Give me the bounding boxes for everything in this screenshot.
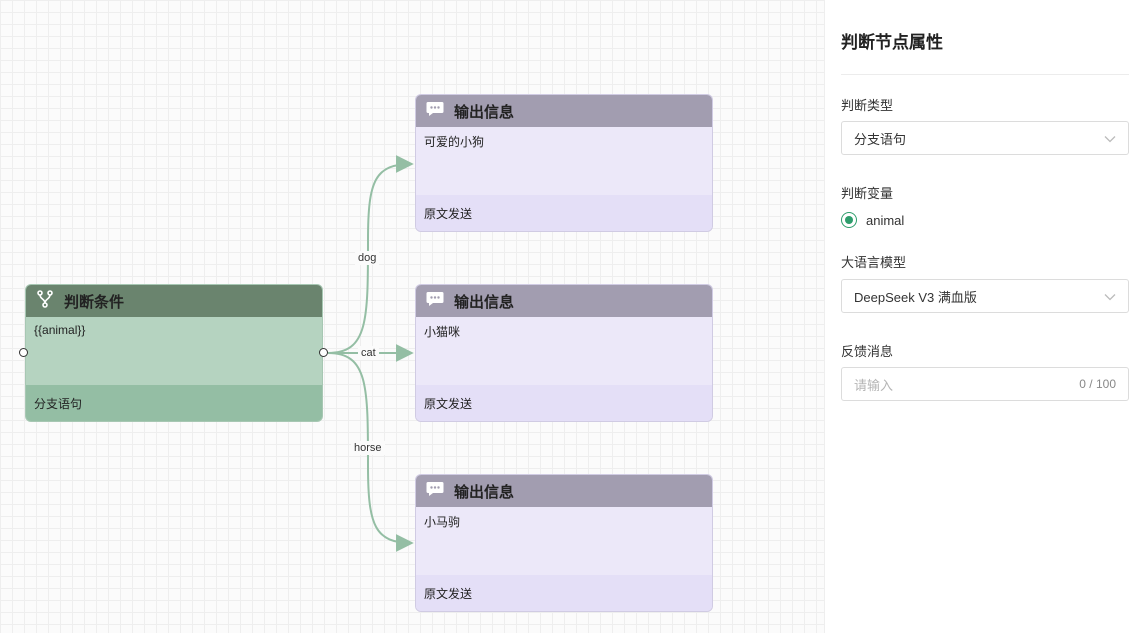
- output-node-footer: 原文发送: [416, 195, 712, 231]
- output-node-title: 输出信息: [454, 293, 515, 311]
- branch-icon: [36, 289, 54, 313]
- output-node-footer: 原文发送: [416, 385, 712, 421]
- output-node-dog[interactable]: 输出信息 可爱的小狗 原文发送: [415, 94, 713, 232]
- flow-canvas[interactable]: dog cat horse 判断条件 {{animal}} 分支语句: [0, 0, 824, 633]
- judge-type-label: 判断类型: [841, 98, 894, 113]
- edge-label-horse: horse: [351, 441, 385, 455]
- feedback-label: 反馈消息: [841, 344, 894, 359]
- output-node-title: 输出信息: [454, 483, 515, 501]
- output-node-content: 小猫咪: [424, 325, 461, 339]
- feedback-input[interactable]: 请输入 0 / 100: [841, 367, 1129, 401]
- llm-label: 大语言模型: [841, 255, 907, 270]
- judge-variable-option: animal: [866, 212, 905, 228]
- properties-panel: 判断节点属性 判断类型 分支语句 判断变量 animal 大语言模型 DeepS…: [824, 0, 1143, 633]
- edge-label-dog: dog: [355, 251, 380, 265]
- judge-type-select[interactable]: 分支语句: [841, 121, 1129, 155]
- feedback-placeholder: 请输入: [854, 377, 894, 393]
- output-node-title: 输出信息: [454, 103, 515, 121]
- llm-value: DeepSeek V3 满血版: [854, 289, 977, 305]
- output-node-header: 输出信息: [416, 285, 712, 317]
- feedback-counter: 0 / 100: [1079, 377, 1116, 391]
- output-node-header: 输出信息: [416, 95, 712, 127]
- chevron-down-icon: [1104, 289, 1116, 304]
- radio-selected-icon[interactable]: [841, 212, 857, 228]
- chat-bubble-icon: [426, 481, 444, 502]
- condition-node-footer: 分支语句: [26, 385, 322, 421]
- panel-divider: [841, 74, 1129, 75]
- edge-label-cat: cat: [358, 346, 379, 360]
- condition-node-header: 判断条件: [26, 285, 322, 317]
- condition-input-port[interactable]: [19, 348, 28, 357]
- judge-variable-label: 判断变量: [841, 186, 894, 201]
- llm-select[interactable]: DeepSeek V3 满血版: [841, 279, 1129, 313]
- condition-node[interactable]: 判断条件 {{animal}} 分支语句: [25, 284, 323, 422]
- output-node-footer: 原文发送: [416, 575, 712, 611]
- output-node-content: 可爱的小狗: [424, 135, 485, 149]
- condition-output-port[interactable]: [319, 348, 328, 357]
- judge-type-value: 分支语句: [854, 131, 907, 147]
- panel-title: 判断节点属性: [841, 33, 943, 52]
- chat-bubble-icon: [426, 291, 444, 312]
- output-node-content: 小马驹: [424, 515, 461, 529]
- judge-variable-radio[interactable]: animal: [841, 212, 904, 228]
- output-node-header: 输出信息: [416, 475, 712, 507]
- output-node-cat[interactable]: 输出信息 小猫咪 原文发送: [415, 284, 713, 422]
- chat-bubble-icon: [426, 101, 444, 122]
- chevron-down-icon: [1104, 131, 1116, 146]
- condition-node-title: 判断条件: [64, 293, 125, 311]
- output-node-horse[interactable]: 输出信息 小马驹 原文发送: [415, 474, 713, 612]
- condition-node-content: {{animal}}: [34, 323, 86, 337]
